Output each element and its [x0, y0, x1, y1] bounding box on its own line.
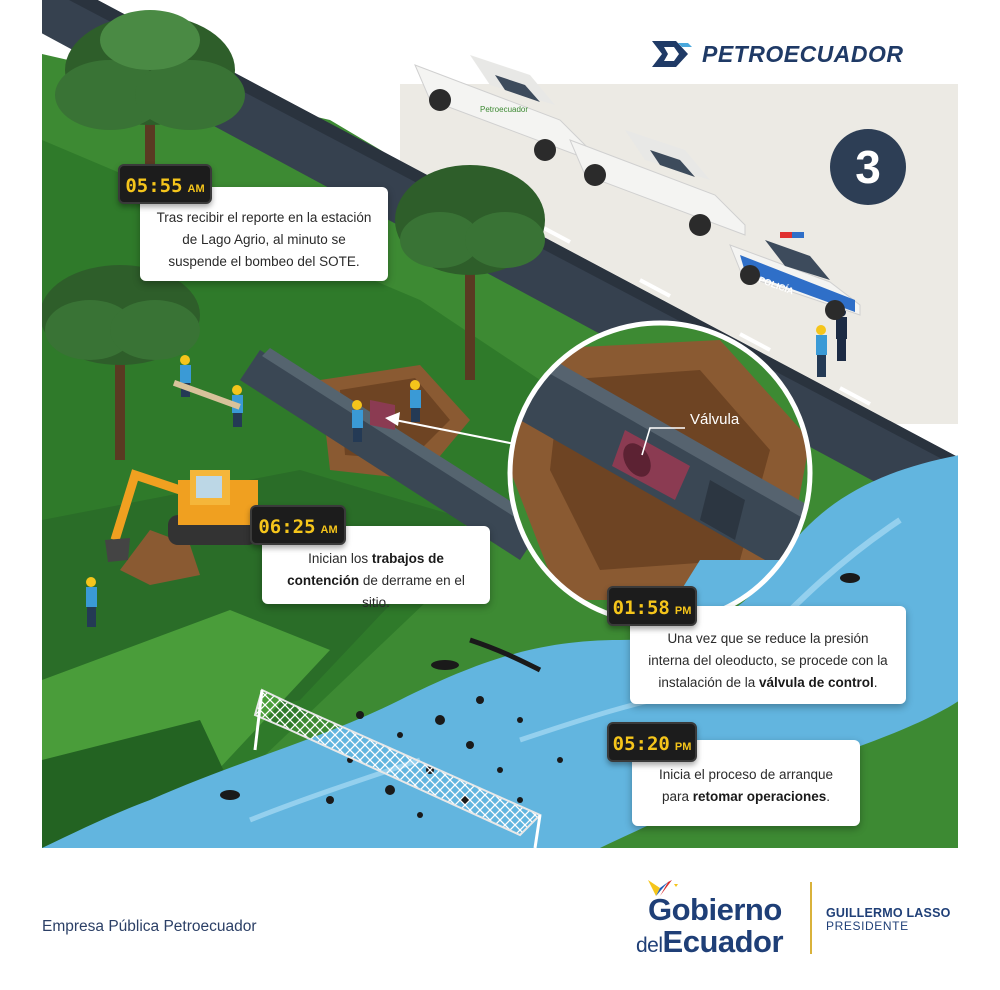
event-1-text: Tras recibir el reporte en la estación d… — [156, 210, 372, 269]
event-3-text-bold: válvula de control — [759, 675, 874, 690]
valve-callout-label: Válvula — [690, 411, 740, 428]
footer-divider — [810, 882, 812, 954]
time-tag-2: 06:25 AM — [250, 505, 346, 545]
event-2-text-a: Inician los — [308, 551, 372, 566]
gov-line-2: delEcuador — [636, 924, 784, 960]
time-tag-1-period: AM — [187, 183, 205, 195]
time-tag-2-period: AM — [320, 524, 338, 536]
event-4-text-bold: retomar operaciones — [692, 789, 827, 804]
road-markings — [144, 12, 958, 453]
event-4-text-b: . — [826, 789, 831, 804]
gobierno-ecuador-logo: Gobierno delEcuador — [636, 878, 806, 960]
valve-magnifier-callout — [507, 320, 813, 626]
trees — [42, 10, 545, 460]
event-card-1: Tras recibir el reporte en la estación d… — [140, 187, 388, 281]
time-tag-4-time: 05:20 — [612, 733, 670, 755]
containment-net — [253, 688, 542, 837]
president-block: GUILLERMO LASSO PRESIDENTE — [826, 906, 951, 933]
time-tag-1: 05:55 AM — [118, 164, 212, 204]
workers — [86, 307, 847, 627]
time-tag-4: 05:20 PM — [607, 722, 697, 762]
excavator — [105, 469, 258, 562]
event-2-text-bold: trabajos de contención — [287, 551, 444, 588]
event-3-text-b: . — [873, 675, 878, 690]
gov-line-1: Gobierno — [648, 892, 782, 927]
brand-name: PETROECUADOR — [702, 40, 904, 67]
event-3-text-a: Una vez que se reduce la presión interna… — [648, 631, 888, 690]
valve-marker — [370, 400, 395, 430]
petroecuador-logo-icon — [652, 41, 692, 67]
event-2-text-b: de derrame en el sitio. — [359, 573, 465, 610]
pickup-truck-2 — [569, 130, 746, 236]
time-tag-2-time: 06:25 — [258, 516, 316, 538]
oil-pipeline — [240, 350, 540, 560]
time-tag-3: 01:58 PM — [607, 586, 697, 626]
truck-door-label: Petroecuador — [480, 105, 528, 114]
gov-del: del — [636, 934, 663, 957]
tricolor-v-icon — [648, 880, 678, 896]
president-name: GUILLERMO LASSO — [826, 906, 951, 920]
petroecuador-logo: PETROECUADOR — [648, 36, 958, 72]
time-tag-1-time: 05:55 — [125, 175, 183, 197]
time-tag-4-period: PM — [674, 741, 692, 753]
footer-company-name: Empresa Pública Petroecuador — [42, 918, 257, 935]
event-card-2: Inician los trabajos de contención de de… — [262, 526, 490, 610]
step-number-badge: 3 — [830, 129, 906, 205]
event-card-4: Inicia el proceso de arranque para retom… — [632, 740, 860, 826]
time-tag-3-period: PM — [674, 605, 692, 617]
event-4-text-a: Inicia el proceso de arranque para — [658, 767, 834, 804]
president-title: PRESIDENTE — [826, 919, 909, 933]
time-tag-3-time: 01:58 — [612, 597, 670, 619]
gov-ecuador: Ecuador — [662, 924, 784, 959]
callout-pointer-line — [394, 419, 516, 445]
